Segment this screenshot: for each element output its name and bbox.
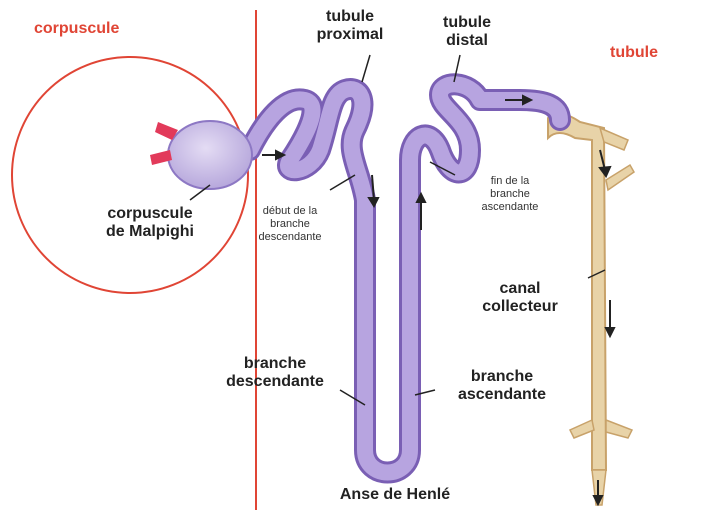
canal-collecteur-label: canal collecteur	[450, 280, 590, 317]
tubule-shape	[250, 84, 560, 472]
debut-branche-descendante-label: début de la branche descendante	[235, 205, 345, 245]
glomerulus-shape	[150, 121, 252, 189]
tubule-distal-label: tubule distal	[422, 14, 512, 51]
branche-descendante-label: branche descendante	[205, 355, 345, 392]
fin-branche-ascendante-label: fin de la branche ascendante	[460, 175, 560, 215]
corpuscule-malpighi-label: corpuscule de Malpighi	[80, 205, 220, 242]
branche-ascendante-label: branche ascendante	[432, 368, 572, 405]
anse-de-henle-label: Anse de Henlé	[300, 486, 490, 504]
tubule-region-label: tubule	[610, 44, 658, 62]
corpuscule-region-label: corpuscule	[34, 20, 119, 38]
tubule-proximal-label: tubule proximal	[295, 8, 405, 45]
